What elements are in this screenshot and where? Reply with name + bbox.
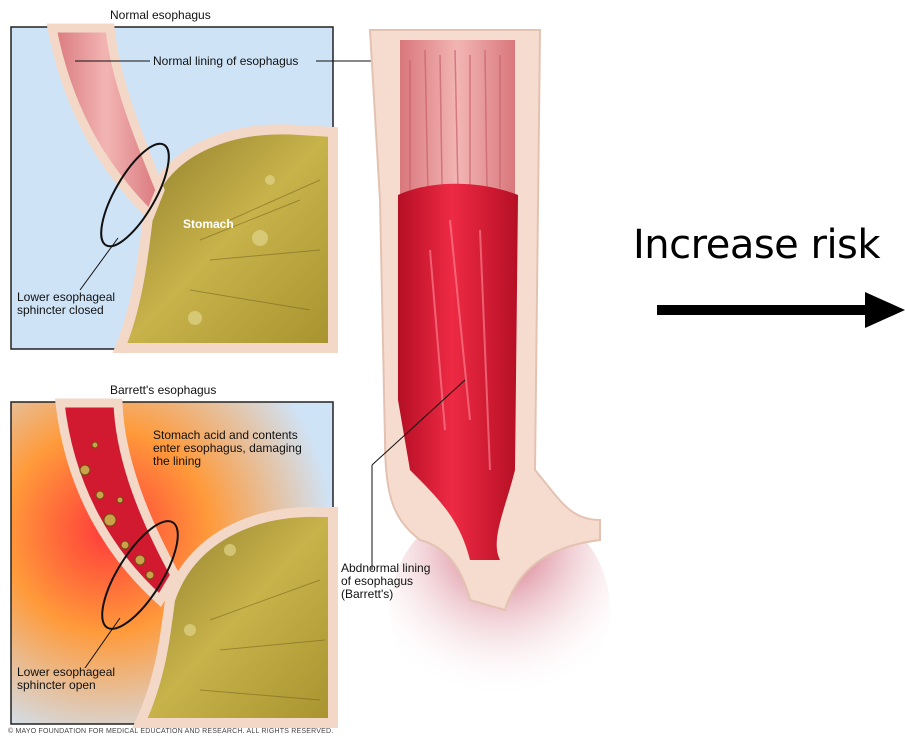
- barretts-esophagus-title: Barrett's esophagus: [110, 383, 216, 397]
- sphincter-closed-label-line2: sphincter closed: [17, 304, 104, 317]
- normal-esophagus-title: Normal esophagus: [110, 8, 211, 22]
- increase-risk-label: Increase risk: [633, 222, 880, 268]
- sphincter-open-label-line2: sphincter open: [17, 679, 96, 692]
- copyright-notice: © MAYO FOUNDATION FOR MEDICAL EDUCATION …: [8, 728, 333, 735]
- normal-lining-label: Normal lining of esophagus: [153, 55, 298, 68]
- acid-label-line3: the lining: [153, 455, 201, 468]
- abnormal-lining-label-line3: (Barrett's): [341, 588, 393, 601]
- increase-risk-arrow: [657, 292, 905, 328]
- large-esophagus: [370, 30, 610, 720]
- stomach-label: Stomach: [183, 218, 234, 231]
